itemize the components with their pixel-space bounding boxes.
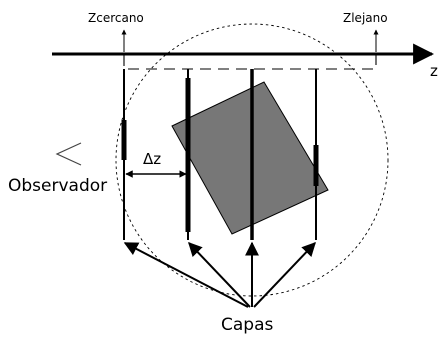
observer-eye-icon (55, 142, 82, 166)
delta-z-label: Δz (143, 150, 161, 168)
z-near-label: Zcercano (88, 11, 144, 25)
clip-range-box (123, 53, 377, 70)
layers-label: Capas (221, 315, 273, 335)
layers-arrow-1 (123, 242, 249, 308)
z-far-label: Zlejano (343, 11, 388, 25)
layers-arrow-2 (188, 241, 251, 308)
layers-arrow-4 (253, 241, 316, 308)
volume-object (171, 81, 329, 235)
z-axis-label: z (430, 62, 438, 80)
bounding-circle (115, 23, 389, 297)
observer-label: Observador (8, 176, 107, 196)
